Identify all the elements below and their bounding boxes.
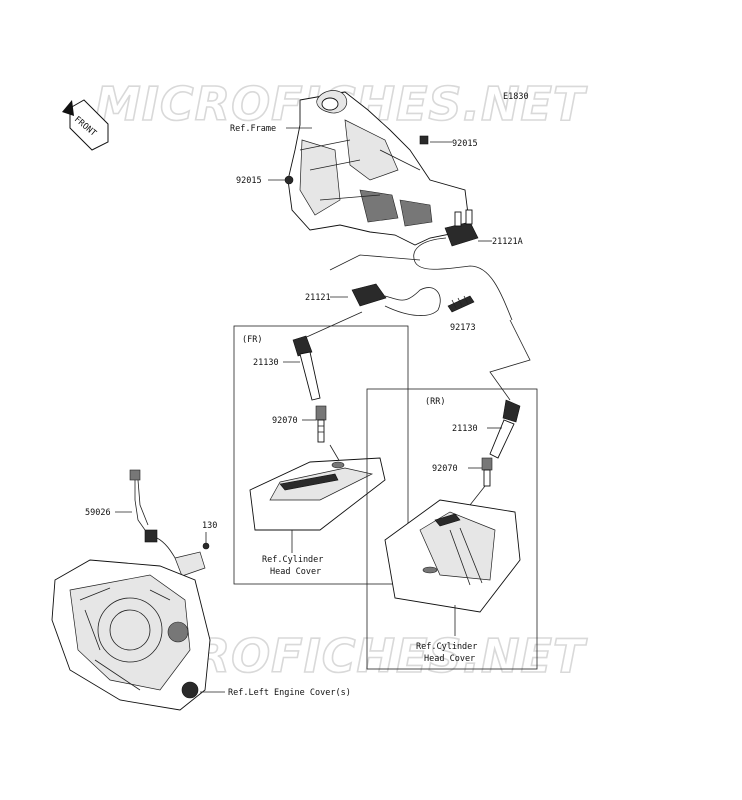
label-ref-cylinder-rr-2: Head Cover bbox=[424, 654, 475, 664]
left-engine-cover bbox=[51, 559, 211, 711]
cylinder-head-cover-rr bbox=[384, 499, 521, 613]
fr-group-label: (FR) bbox=[242, 335, 262, 345]
rr-group-box bbox=[366, 388, 538, 670]
plug-cap-21130-rr bbox=[489, 399, 521, 459]
ignition-coil-21121a bbox=[413, 209, 513, 321]
label-ref-cylinder-rr-1: Ref.Cylinder bbox=[416, 642, 477, 652]
spark-plug-92070-fr bbox=[315, 405, 327, 443]
label-92015-top: 92015 bbox=[452, 139, 478, 149]
label-59026: 59026 bbox=[85, 508, 111, 518]
label-ref-left-engine-cover: Ref.Left Engine Cover(s) bbox=[228, 688, 351, 698]
cylinder-head-cover-fr bbox=[249, 457, 386, 531]
label-21121: 21121 bbox=[305, 293, 331, 303]
clip-92173 bbox=[447, 295, 475, 313]
label-21130-rr: 21130 bbox=[452, 424, 478, 434]
label-92070-fr: 92070 bbox=[272, 416, 298, 426]
label-92070-rr: 92070 bbox=[432, 464, 458, 474]
frame-drawing bbox=[284, 90, 471, 246]
ignition-coil-21121 bbox=[329, 254, 441, 316]
label-92015-left: 92015 bbox=[236, 176, 262, 186]
bolt-130 bbox=[202, 532, 210, 550]
label-21121a: 21121A bbox=[492, 237, 523, 247]
label-130: 130 bbox=[202, 521, 217, 531]
diagram-code: E1830 bbox=[503, 92, 529, 102]
spark-plug-92070-rr bbox=[481, 457, 493, 487]
label-21130-fr: 21130 bbox=[253, 358, 279, 368]
label-ref-frame: Ref.Frame bbox=[230, 124, 276, 134]
plug-cap-21130-fr bbox=[292, 335, 321, 401]
label-ref-cylinder-fr-2: Head Cover bbox=[270, 567, 321, 577]
front-arrow-icon: FRONT bbox=[62, 99, 109, 151]
label-92173: 92173 bbox=[450, 323, 476, 333]
label-ref-cylinder-fr-1: Ref.Cylinder bbox=[262, 555, 323, 565]
fr-group-box bbox=[233, 325, 409, 585]
sensor-59026 bbox=[129, 469, 206, 577]
rr-group-label: (RR) bbox=[425, 397, 445, 407]
